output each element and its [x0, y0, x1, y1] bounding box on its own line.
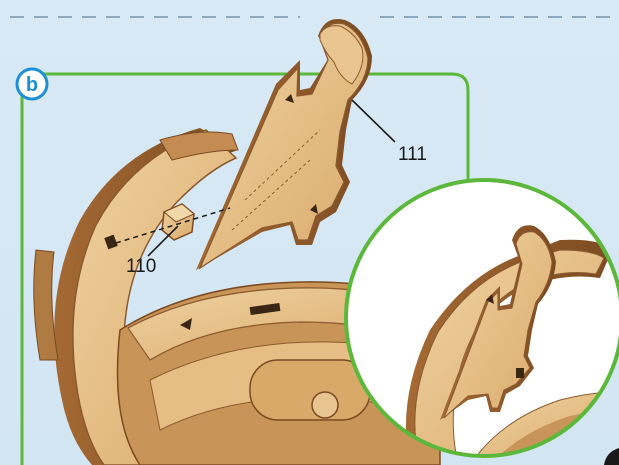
page-corner-mark — [604, 448, 619, 465]
callout-111: 111 — [398, 144, 427, 165]
leader-line-111 — [352, 100, 395, 142]
step-badge: b — [17, 69, 47, 99]
step-label: b — [26, 74, 38, 96]
callout-110: 110 — [126, 256, 156, 277]
